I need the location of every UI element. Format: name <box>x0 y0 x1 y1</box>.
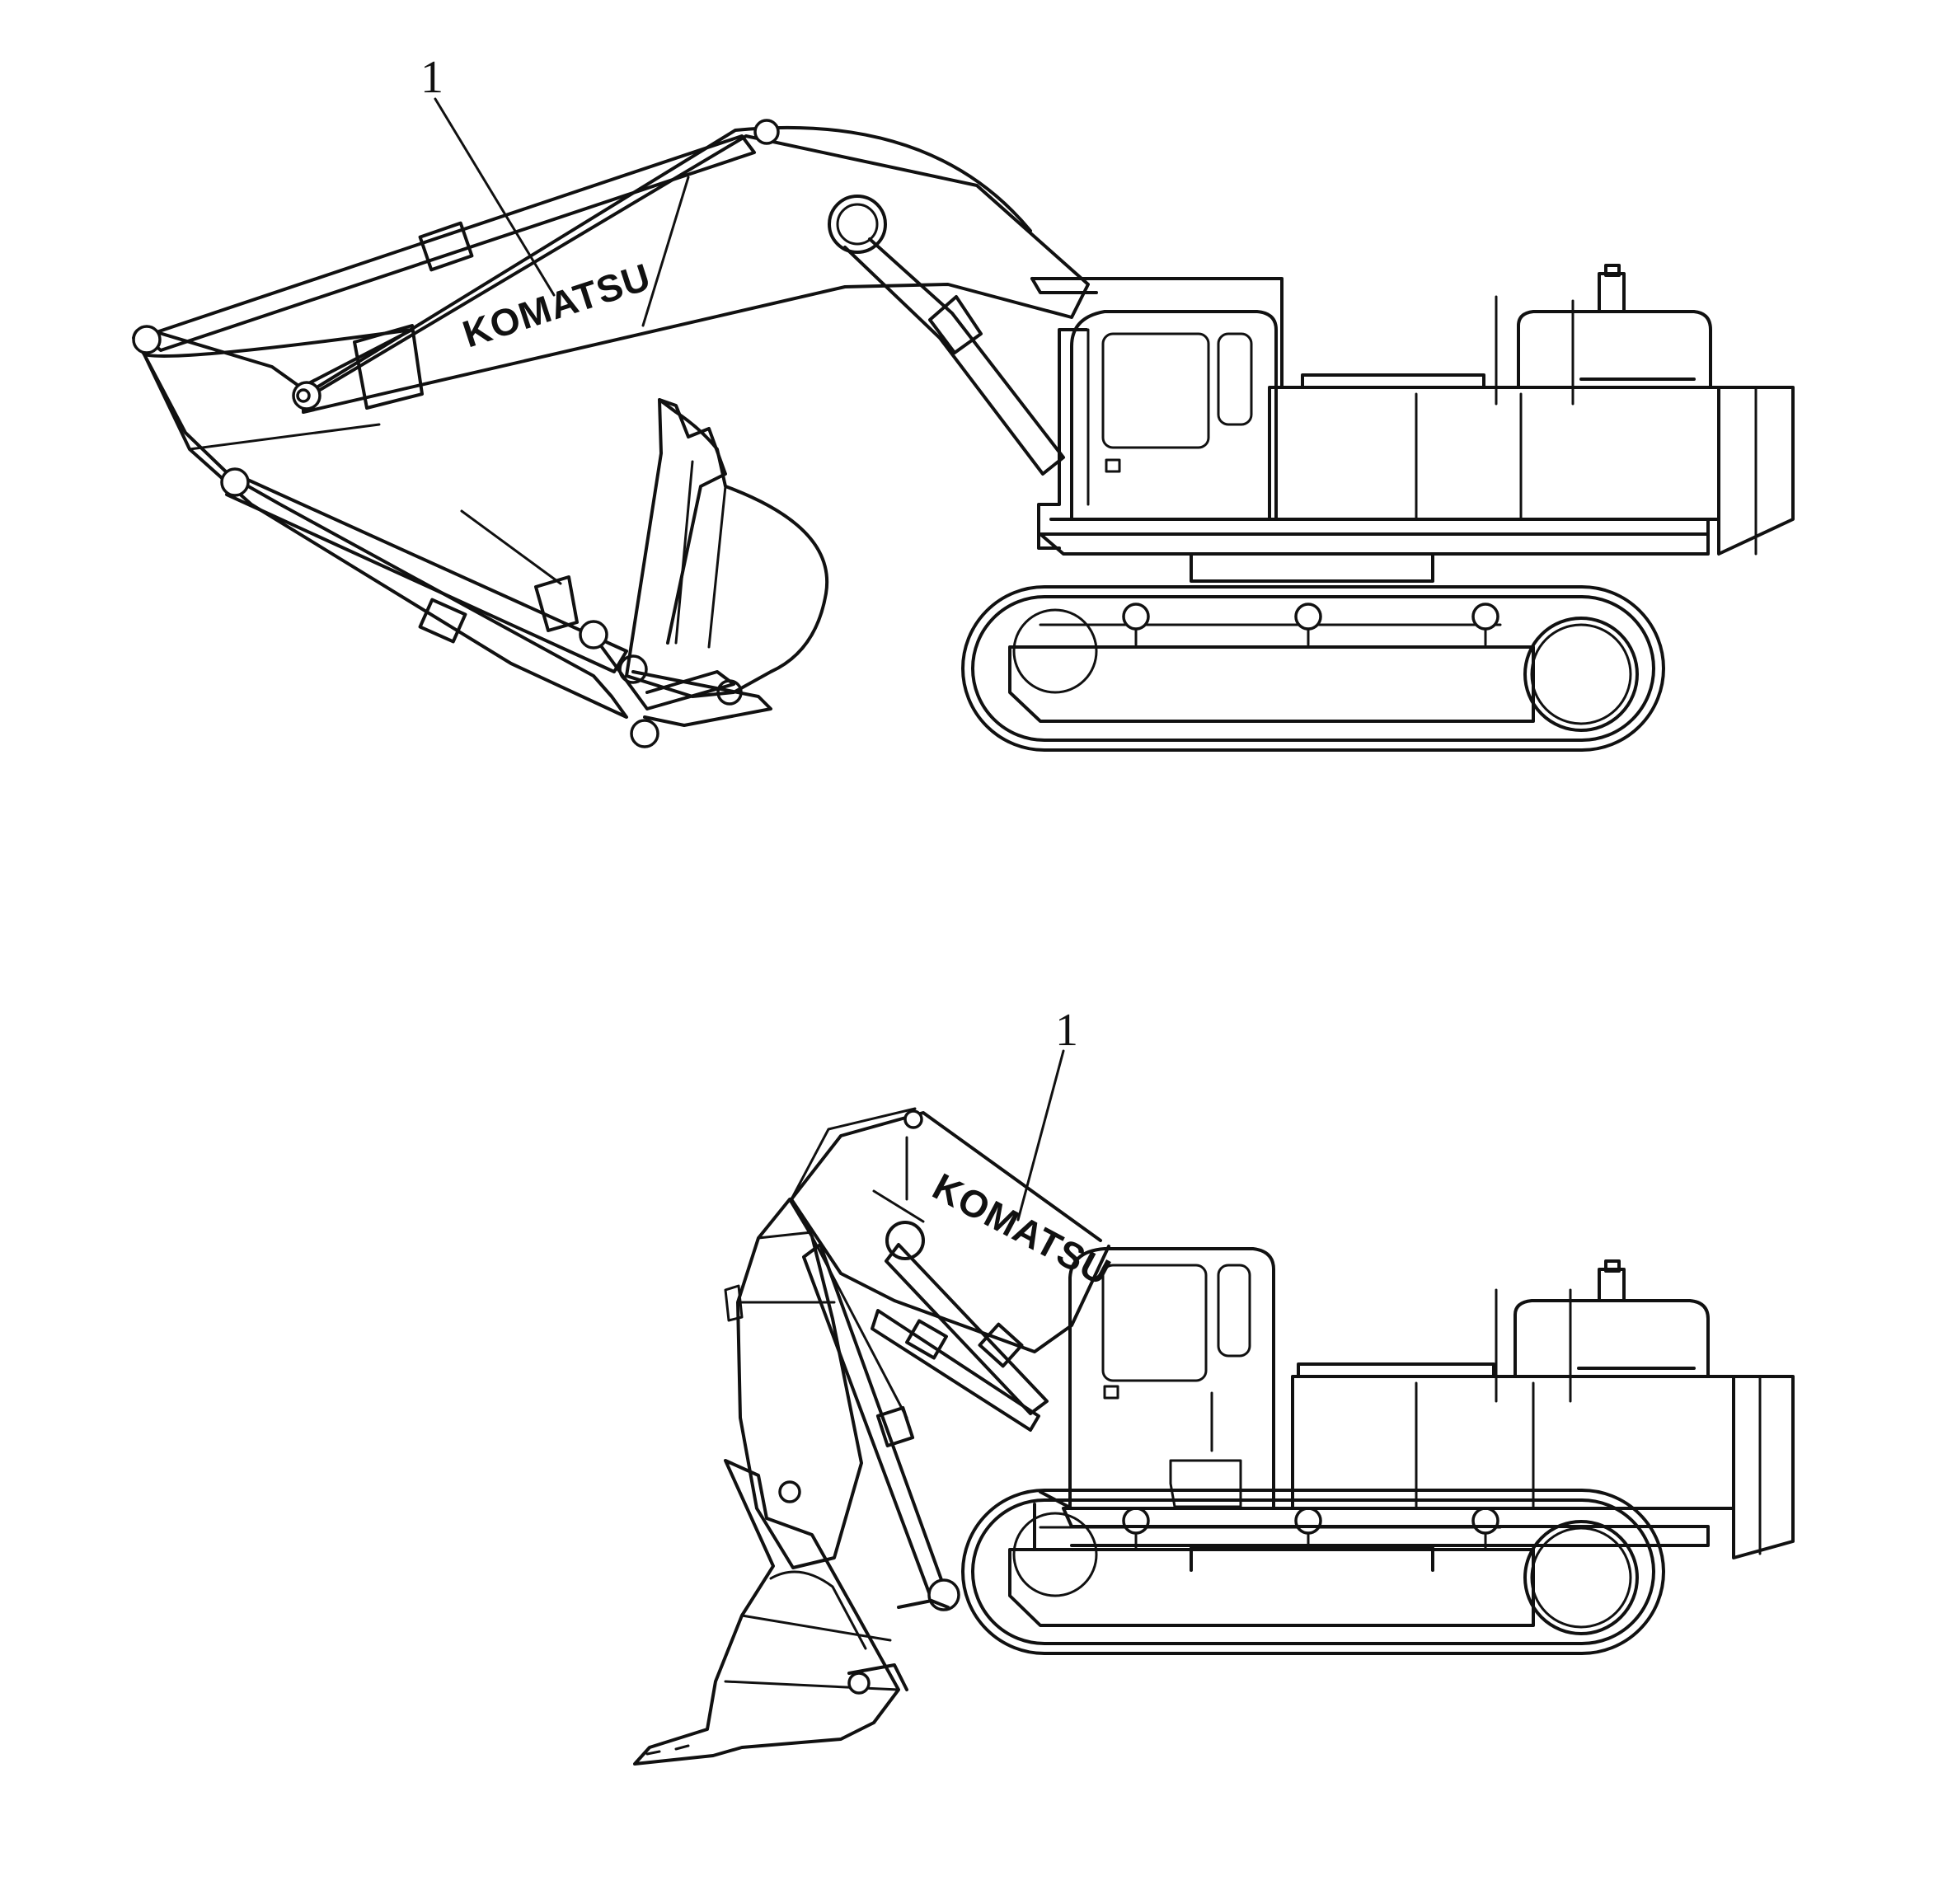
figure-backhoe-excavator: KOMATSU 1 <box>132 52 1795 752</box>
komatsu-decal: KOMATSU <box>458 255 656 355</box>
callout-number: 1 <box>1055 1005 1078 1056</box>
arm <box>724 1198 960 1611</box>
operator-cab <box>1068 1247 1275 1510</box>
operator-cab <box>1030 277 1284 550</box>
callout-leader-line <box>434 97 556 297</box>
swing-circle <box>1190 552 1434 583</box>
track-assembly <box>961 585 1665 752</box>
upper-revolving-frame <box>1039 264 1795 556</box>
arm <box>132 326 628 719</box>
boom <box>790 1107 1110 1353</box>
arm-cylinder <box>132 119 780 410</box>
bucket <box>625 398 829 727</box>
swing-circle <box>1190 1546 1434 1572</box>
bucket-cylinder <box>220 467 743 748</box>
upper-revolving-frame <box>1033 1259 1795 1559</box>
boom-cylinder <box>871 1243 1049 1432</box>
boom-cylinder <box>828 195 1065 476</box>
bucket <box>633 1459 950 1766</box>
figure-loading-shovel: KOMATSU 1 <box>633 1005 1795 1766</box>
callout-leader-line <box>1016 1049 1065 1222</box>
callout-number: 1 <box>420 52 443 103</box>
